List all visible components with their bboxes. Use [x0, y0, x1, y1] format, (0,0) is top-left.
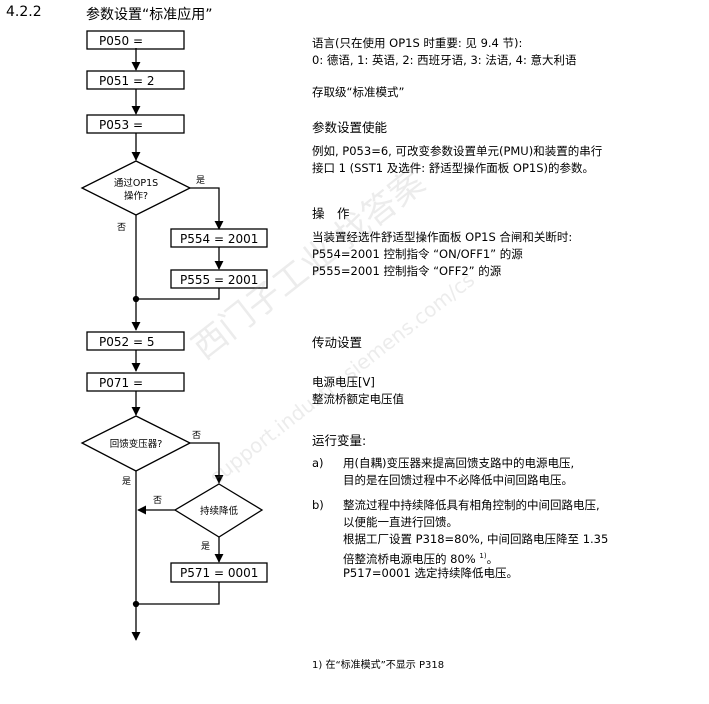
decision-transformer-label: 回馈变压器?: [110, 438, 163, 450]
desc-b-4-text: 倍整流桥电源电压的 80%: [343, 551, 480, 566]
junction-dot-2: [132, 600, 140, 608]
desc-drive-title: 传动设置: [312, 335, 363, 350]
desc-op-1: 当装置经选件舒适型操作面板 OP1S 合闸和关断时:: [312, 230, 573, 244]
desc-op-title: 操 作: [312, 206, 350, 221]
box-p051: [86, 70, 185, 90]
connector-d2-no: [189, 442, 224, 484]
d3-no-label: 否: [153, 495, 162, 506]
box-p050-label: P050 =: [99, 34, 143, 48]
desc-op-3: P555=2001 控制指令 “OFF2” 的源: [312, 264, 502, 278]
box-p554: [170, 228, 268, 248]
box-p051-label: P051 = 2: [99, 74, 154, 88]
box-p555: [170, 269, 268, 289]
box-p554-label: P554 = 2001: [180, 232, 258, 246]
box-p053-label: P053 =: [99, 118, 143, 132]
d2-yes-label: 是: [122, 476, 131, 487]
d2-no-label: 否: [192, 430, 201, 441]
box-p052: [86, 331, 185, 351]
desc-enable-2: 接口 1 (SST1 及选件: 舒适型操作面板 OP1S)的参数。: [312, 161, 594, 175]
connector-p571-merge: [136, 582, 220, 605]
desc-op-2: P554=2001 控制指令 “ON/OFF1” 的源: [312, 247, 523, 261]
desc-volt-1: 电源电压[V]: [312, 375, 375, 389]
box-p050: [86, 30, 185, 50]
decision-reduce: [173, 483, 264, 538]
box-p555-label: P555 = 2001: [180, 273, 258, 287]
desc-b-4: 倍整流桥电源电压的 80% 1)。: [343, 548, 498, 568]
d1-yes-label: 是: [196, 175, 205, 186]
desc-a-label: a): [312, 456, 324, 470]
connector-p555-merge: [136, 288, 220, 300]
desc-b-3: 根据工厂设置 P318=80%, 中间回路电压降至 1.35: [343, 532, 609, 546]
connector-d1-yes: [189, 187, 224, 230]
desc-a-1: 用(自耦)变压器来提高回馈支路中的电源电压,: [343, 456, 575, 470]
box-p571-label: P571 = 0001: [180, 566, 258, 580]
desc-lang-1: 语言(只在使用 OP1S 时重要: 见 9.4 节):: [312, 36, 523, 50]
desc-b-label: b): [312, 498, 324, 512]
desc-enable-title: 参数设置使能: [312, 120, 388, 135]
decision-op1s-line2: 操作?: [124, 190, 148, 202]
footnote-ref: 1): [479, 552, 487, 560]
d1-no-label: 否: [117, 222, 126, 233]
desc-access: 存取级“标准模式”: [312, 85, 405, 99]
box-p571: [170, 562, 268, 583]
box-p052-label: P052 = 5: [99, 335, 154, 349]
decision-transformer: [80, 415, 192, 472]
d3-yes-label: 是: [201, 541, 210, 552]
box-p071: [86, 372, 185, 392]
desc-b-1: 整流过程中持续降低具有相角控制的中间回路电压,: [343, 498, 600, 512]
desc-b-5: P517=0001 选定持续降低电压。: [343, 566, 518, 580]
desc-enable-1: 例如, P053=6, 可改变参数设置单元(PMU)和装置的串行: [312, 144, 603, 158]
desc-run-title: 运行变量:: [312, 433, 367, 448]
desc-volt-2: 整流桥额定电压值: [312, 392, 404, 406]
footnote: 1) 在“标准模式”不显示 P318: [312, 660, 445, 671]
decision-reduce-label: 持续降低: [200, 505, 239, 517]
section-number: 4.2.2: [6, 4, 42, 20]
decision-op1s: [80, 160, 192, 216]
desc-a-2: 目的是在回馈过程中不必降低中间回路电压。: [343, 473, 573, 487]
junction-dot-1: [132, 295, 140, 303]
desc-b-2: 以便能一直进行回馈。: [343, 515, 458, 529]
decision-op1s-line1: 通过OP1S: [114, 177, 158, 189]
desc-b-4-end: 。: [486, 551, 499, 566]
box-p071-label: P071 =: [99, 376, 143, 390]
section-title: 参数设置“标准应用”: [86, 7, 213, 23]
box-p053: [86, 114, 185, 134]
desc-lang-2: 0: 德语, 1: 英语, 2: 西班牙语, 3: 法语, 4: 意大利语: [312, 53, 577, 67]
